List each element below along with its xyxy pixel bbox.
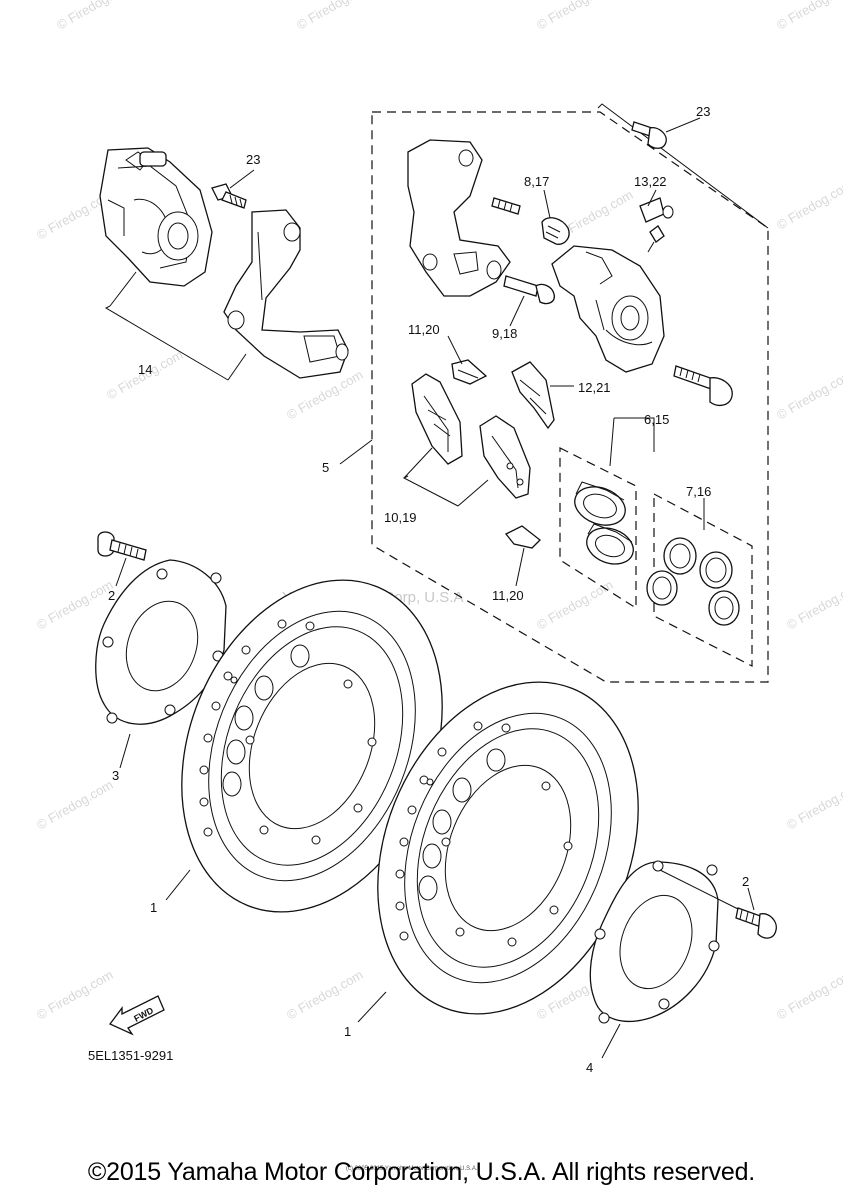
caliper-bracket [407,139,511,297]
diagram-code: 5EL1351-9291 [88,1048,173,1063]
bolt-2-left [97,531,147,561]
leader-23b [665,117,701,133]
watermark-firedog: © Firedog.com [284,967,366,1023]
callout-11-top: 11,20 [408,322,440,337]
callout-1-left: 1 [150,900,157,915]
leader-9 [509,295,525,327]
callout-5: 5 [322,460,329,475]
watermark-firedog: © Firedog.com [34,777,116,833]
pad-spring-12 [511,361,555,430]
callout-8: 8,17 [524,174,549,189]
watermark-firedog: © Firedog.com [784,577,843,633]
slide-pin-8 [491,197,570,245]
brake-disc-right [377,681,639,1015]
caliper-assembly-box [371,111,769,683]
fine-print: (c) 2005-2015 Yamaha Motor Corporation, … [346,1166,478,1172]
leader-11a [447,335,463,365]
callout-11-bottom: 11,20 [492,588,524,603]
caliper-box-leader [597,103,769,229]
leader-14b [109,271,137,307]
watermark-firedog: © Firedog.com [774,367,843,423]
leader-14 [104,305,229,381]
callout-1-right: 1 [344,1024,351,1039]
callouts: 23 23 8,17 13,22 9,18 11,20 12,21 14 6,1… [108,104,749,1075]
leader-2a [115,557,127,587]
seals-7 [646,537,740,626]
fwd-arrow-icon: FWD [108,995,165,1036]
leader-23a [229,169,255,189]
watermark-firedog: © Firedog.com [534,0,616,33]
callout-2-right: 2 [742,874,749,889]
leader-4 [601,1023,621,1059]
callout-23-top: 23 [696,104,710,119]
leader-cover4 [659,869,741,911]
pistons-6 [574,481,634,565]
caliper-bolt [673,365,733,407]
leader-10b [403,447,433,479]
callout-9: 9,18 [492,326,517,341]
leader-13 [647,189,657,207]
watermark-firedog: © Firedog.com [294,0,376,33]
leader-14c [227,353,247,381]
pad-spring-11-bottom [504,525,541,549]
leader-6 [609,417,615,467]
brake-pad-10a [411,373,463,465]
caliper-body [551,245,665,373]
leader-8 [543,189,551,219]
callout-2-left: 2 [108,588,115,603]
caliper-assembly-14 [99,147,349,379]
brake-disc-left [181,579,443,913]
leader-6b [614,417,655,452]
leader-5 [339,439,373,465]
watermark-firedog: © Firedog.com [534,577,616,633]
watermark-firedog: © Firedog.com [784,777,843,833]
watermark-firedog: © Firedog.com [54,0,136,33]
callout-12: 12,21 [578,380,611,395]
copyright-notice: ©2015 Yamaha Motor Corporation, U.S.A. A… [87,1158,756,1186]
watermark-firedog: © Firedog.com [774,177,843,233]
leader-10 [402,475,459,507]
leader-10c [457,479,489,507]
callout-14: 14 [138,362,152,377]
piston-box [559,447,637,610]
watermark-firedog: © Firedog.com [774,0,843,33]
slide-pin-9 [503,275,555,305]
disc-cover-4 [589,860,720,1024]
callout-4: 4 [586,1060,593,1075]
watermark-firedog: © Firedog.com [34,967,116,1023]
leader-1b [357,991,387,1023]
watermark-firedog: © Firedog.com [774,967,843,1023]
callout-3: 3 [112,768,119,783]
leader-11b [515,547,525,587]
leader-1a [165,869,191,901]
callout-23-left: 23 [246,152,260,167]
callout-6: 6,15 [644,412,669,427]
bolt-2-right [735,907,777,939]
pad-spring-11-top [451,359,488,385]
callout-10: 10,19 [384,510,417,525]
callout-13: 13,22 [634,174,667,189]
brake-pad-10b [479,415,531,499]
leader-2b [747,887,755,911]
bolt-23-top [631,121,667,149]
callout-7: 7,16 [686,484,711,499]
leader-3 [119,733,131,769]
disc-cover-3 [95,559,227,725]
bleed-screw-13 [639,197,674,253]
